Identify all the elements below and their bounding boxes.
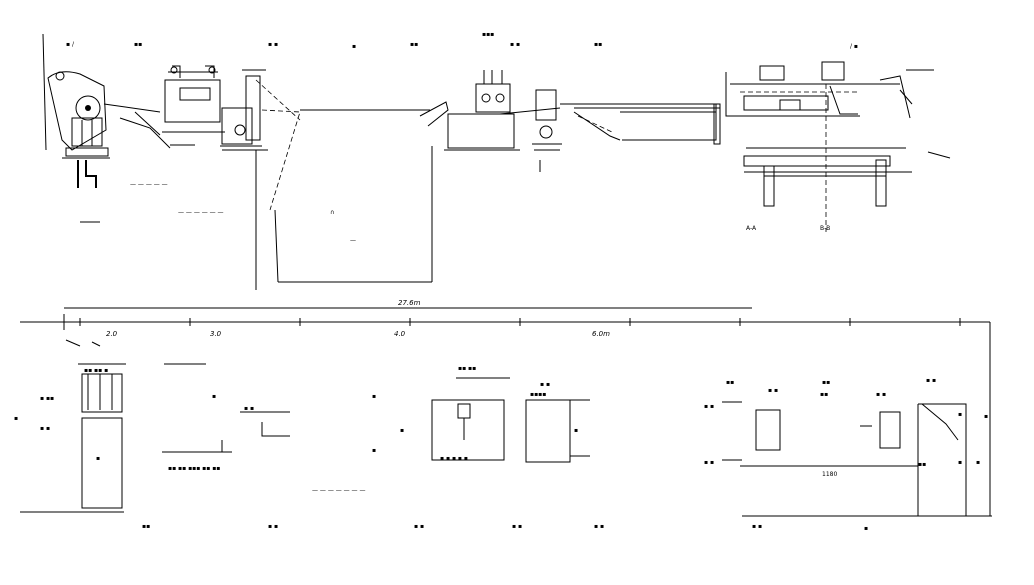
- dim-segment-2: 3.0: [210, 330, 222, 338]
- svg-text:▪▪▪▪: ▪▪▪▪: [530, 391, 546, 398]
- svg-text:▪ ▪: ▪ ▪: [704, 459, 714, 466]
- svg-text:▪ ▪: ▪ ▪: [268, 41, 278, 48]
- svg-text:— — — — —: — — — — —: [130, 181, 168, 188]
- decoiler-unit: [47, 71, 110, 223]
- dim-total-length: 27.6m: [398, 299, 421, 307]
- svg-text:▪▪: ▪▪: [594, 41, 602, 48]
- svg-text:▪: ▪: [372, 447, 376, 454]
- svg-text:▪: ▪: [864, 525, 868, 532]
- svg-text:▪▪ ▪▪ ▪▪▪ ▪▪ ▪▪: ▪▪ ▪▪ ▪▪▪ ▪▪ ▪▪: [168, 465, 220, 472]
- plan-note-b: 1180: [822, 471, 837, 478]
- svg-text:▪ ▪: ▪ ▪: [594, 523, 604, 530]
- post-forming-unit: [532, 89, 562, 172]
- run-out-table: [560, 103, 721, 145]
- svg-text:▪ ▪: ▪ ▪: [926, 377, 936, 384]
- svg-text:▪▪: ▪▪: [134, 41, 142, 48]
- loop-pit-outline: — — — — — — — — — — — ∩ —: [130, 109, 433, 290]
- svg-text:▪: ▪: [976, 459, 980, 466]
- stacker-plan: ▪ ▪ ▪ ▪ ▪▪ ▪ ▪ ▪▪ ▪▪ 1180 ▪ ▪ ▪ ▪ ▪ ▪ ▪▪…: [704, 377, 992, 517]
- roll-forming-station: [419, 70, 561, 151]
- leveler-unit: [162, 65, 225, 146]
- svg-text:▪▪: ▪▪: [142, 523, 150, 530]
- decoiler-plan: ▪▪ ▪▪ ▪ ▪ ▪▪ ▪ ▪ ▪ ▪: [14, 363, 126, 509]
- svg-text:▪ ▪: ▪ ▪: [540, 381, 550, 388]
- dim-segment-3: 4.0: [394, 330, 406, 338]
- svg-text:▪▪: ▪▪: [410, 41, 418, 48]
- svg-text:— — — — — —: — — — — — —: [178, 209, 224, 216]
- svg-text:▪▪ ▪▪ ▪: ▪▪ ▪▪ ▪: [84, 367, 108, 374]
- leveler-plan: ▪▪ ▪▪ ▪▪▪ ▪▪ ▪▪ ▪ ▪ ▪: [162, 363, 290, 472]
- svg-text:▪▪ ▪▪: ▪▪ ▪▪: [458, 365, 476, 372]
- svg-text:/ ▪: / ▪: [850, 43, 858, 50]
- svg-text:▪: ▪: [14, 415, 18, 422]
- svg-text:▪ ▪: ▪ ▪: [876, 391, 886, 398]
- svg-text:▪ ▪: ▪ ▪: [268, 523, 278, 530]
- svg-text:▪: ▪: [574, 427, 578, 434]
- svg-text:▪ ▪ ▪ ▪ ▪: ▪ ▪ ▪ ▪ ▪: [440, 455, 468, 462]
- svg-text:▪: ▪: [984, 413, 988, 420]
- svg-text:▪ ▪: ▪ ▪: [768, 387, 778, 394]
- dim-segment-4: 6.0m: [592, 330, 610, 338]
- svg-text:▪: ▪: [958, 459, 962, 466]
- svg-text:▪ ▪: ▪ ▪: [40, 425, 50, 432]
- svg-text:▪: ▪: [212, 393, 216, 400]
- svg-text:▪: ▪: [372, 393, 376, 400]
- svg-text:▪▪: ▪▪: [820, 391, 828, 398]
- dim-segment-1: 2.0: [106, 330, 118, 338]
- bottom-plan-view: ▪▪ ▪▪ ▪ ▪ ▪▪ ▪ ▪ ▪ ▪ ▪▪ ▪▪ ▪▪▪ ▪▪ ▪▪ ▪ ▪…: [14, 363, 992, 532]
- svg-text:—: —: [350, 237, 356, 244]
- svg-text:▪ ▪: ▪ ▪: [510, 41, 520, 48]
- roll-forming-plan: ▪ ▪ ▪ ▪ ▪ ▪ ▪▪ ▪▪ ▪▪▪▪ ▪ ▪ ▪: [400, 365, 590, 463]
- svg-text:▪ ▪: ▪ ▪: [704, 403, 714, 410]
- svg-text:▪▪: ▪▪: [918, 461, 926, 468]
- svg-text:▪ /: ▪ /: [66, 41, 75, 48]
- svg-text:▪: ▪: [96, 455, 100, 462]
- top-elevation-view: — — — — — — — — — — — ∩ —: [42, 31, 951, 290]
- dimension-lines: 27.6m 2.0 3.0 4.0 6.0m: [20, 299, 991, 516]
- stacker-unit: [725, 61, 934, 232]
- svg-text:▪: ▪: [958, 411, 962, 418]
- svg-text:▪ ▪▪: ▪ ▪▪: [40, 395, 54, 402]
- label-section-b: B-B: [820, 225, 830, 232]
- svg-text:▪▪▪: ▪▪▪: [482, 31, 494, 38]
- svg-text:▪▪: ▪▪: [726, 379, 734, 386]
- svg-text:▪ ▪: ▪ ▪: [752, 523, 762, 530]
- svg-text:▪▪: ▪▪: [822, 379, 830, 386]
- label-section-a: A-A: [746, 225, 757, 232]
- svg-text:▪ ▪: ▪ ▪: [244, 405, 254, 412]
- svg-text:▪: ▪: [400, 427, 404, 434]
- stacker-section: A-A B-B: [743, 147, 951, 232]
- svg-text:— — — — — — —: — — — — — — —: [312, 487, 365, 494]
- svg-text:▪: ▪: [352, 43, 356, 50]
- svg-text:▪ ▪: ▪ ▪: [414, 523, 424, 530]
- svg-text:∩: ∩: [330, 209, 334, 216]
- shear-unit: [220, 69, 301, 147]
- svg-text:▪ ▪: ▪ ▪: [512, 523, 522, 530]
